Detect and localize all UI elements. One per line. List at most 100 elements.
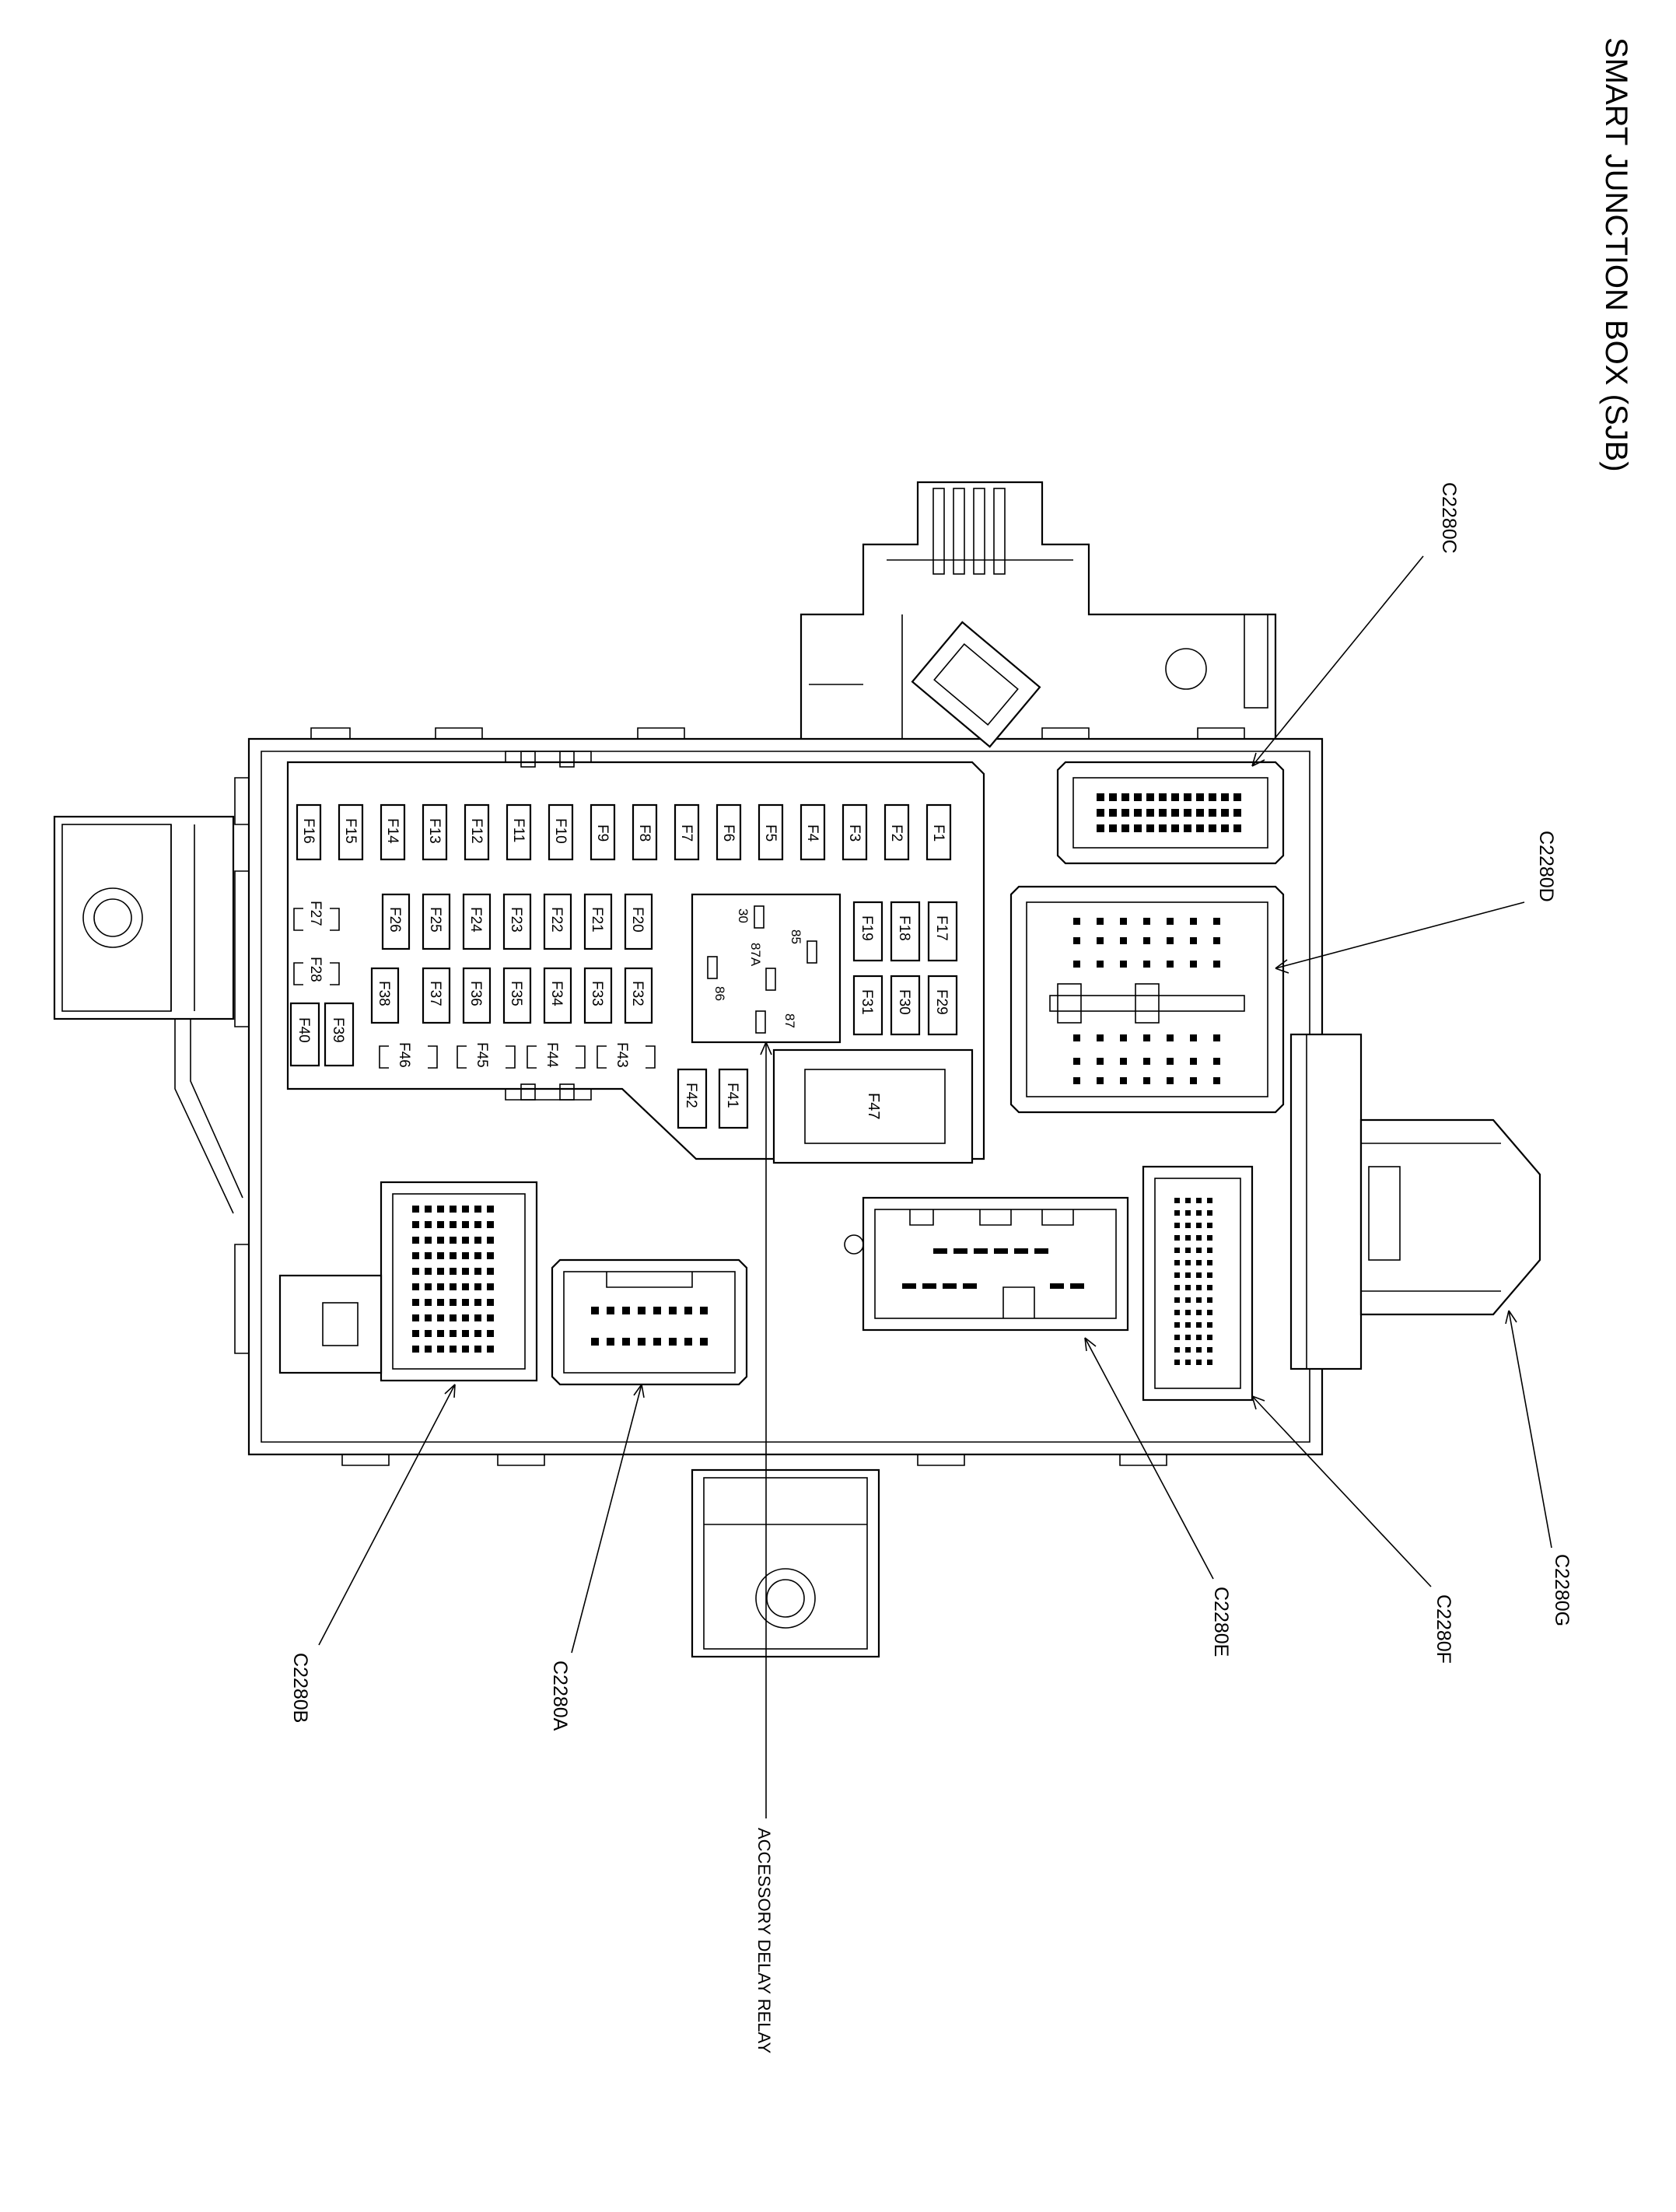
svg-text:F16: F16 xyxy=(300,818,317,844)
svg-text:F7: F7 xyxy=(678,824,695,842)
fuse-f18: F18 xyxy=(890,901,921,962)
svg-text:F6: F6 xyxy=(720,824,737,842)
fuse-f26: F26 xyxy=(381,893,411,950)
top-mounting-bracket xyxy=(800,481,1277,748)
fuse-right-columns: F19 F31 F18 F30 F17 F29 xyxy=(852,901,958,1036)
svg-text:F34: F34 xyxy=(548,981,565,1006)
fuse-f28: F28 xyxy=(293,957,340,985)
callout-labels: C2280C C2280D C2280E C2280F C2280G C2280… xyxy=(289,482,1573,2054)
fuse-f36: F36 xyxy=(462,967,492,1024)
svg-text:F32: F32 xyxy=(629,981,646,1006)
svg-text:F5: F5 xyxy=(762,824,779,842)
svg-text:F21: F21 xyxy=(589,907,605,933)
label-c2280a: C2280A xyxy=(549,1661,571,1731)
svg-text:F15: F15 xyxy=(342,818,359,844)
svg-text:F26: F26 xyxy=(387,907,403,933)
relay-pin-87: 87 xyxy=(782,1013,797,1028)
fuse-row-top: F16 F15 F14 F13 F12 F11 F10 F9 F8 F7 F6 … xyxy=(296,803,952,861)
fuse-f33: F33 xyxy=(583,967,613,1024)
svg-text:F28: F28 xyxy=(307,957,324,982)
fuse-f22: F22 xyxy=(543,893,572,950)
svg-text:F14: F14 xyxy=(384,818,401,844)
relay-pin-87a: 87A xyxy=(748,943,763,967)
leader-lines xyxy=(318,555,1552,1818)
label-c2280b: C2280B xyxy=(289,1653,311,1723)
label-c2280e: C2280E xyxy=(1210,1587,1232,1657)
fuse-f27: F27 xyxy=(293,901,340,931)
svg-text:F20: F20 xyxy=(629,907,646,933)
label-c2280c: C2280C xyxy=(1438,482,1460,554)
fuse-f34: F34 xyxy=(543,967,572,1024)
fuse-f47: F47 xyxy=(772,1048,974,1164)
fuse-f10: F10 xyxy=(548,803,574,861)
fuse-f24: F24 xyxy=(462,893,492,950)
svg-text:F8: F8 xyxy=(636,824,653,842)
label-c2280f: C2280F xyxy=(1433,1594,1454,1664)
svg-text:F42: F42 xyxy=(683,1083,699,1108)
svg-text:F4: F4 xyxy=(804,824,821,842)
fuse-f31: F31 xyxy=(852,975,883,1036)
fuse-f15: F15 xyxy=(338,803,364,861)
connector-c2280e xyxy=(844,1196,1129,1332)
svg-text:F3: F3 xyxy=(846,824,862,842)
fuse-f38: F38 xyxy=(370,967,400,1024)
fuse-f11: F11 xyxy=(506,803,532,861)
svg-text:F12: F12 xyxy=(468,818,485,844)
svg-text:F39: F39 xyxy=(330,1017,346,1043)
fuse-row-2: F26 F25 F24 F23 F22 F21 F20 xyxy=(381,893,653,950)
fuse-f42: F42 xyxy=(677,1068,708,1129)
svg-text:F9: F9 xyxy=(594,824,611,842)
fuse-f9: F9 xyxy=(590,803,616,861)
svg-text:F25: F25 xyxy=(427,907,443,933)
fuse-f30: F30 xyxy=(890,975,921,1036)
fuse-f4: F4 xyxy=(800,803,826,861)
fuse-small-left: F40 F39 xyxy=(289,1002,355,1067)
svg-text:F29: F29 xyxy=(933,989,950,1015)
sjb-housing xyxy=(234,727,1324,1466)
fuse-f8: F8 xyxy=(632,803,658,861)
diagram-title: SMART JUNCTION BOX (SJB) xyxy=(1599,37,1633,472)
accessory-delay-relay: 30 85 87A 86 87 xyxy=(691,893,841,1044)
svg-text:F19: F19 xyxy=(859,915,875,941)
svg-text:F31: F31 xyxy=(859,989,875,1015)
connector-c2280a xyxy=(551,1258,748,1386)
fuse-f32: F32 xyxy=(624,967,653,1024)
connector-c2280g-body xyxy=(1289,1033,1541,1370)
fuse-f1: F1 xyxy=(925,803,952,861)
svg-text:F2: F2 xyxy=(888,824,904,842)
relay-pin-85: 85 xyxy=(789,929,803,944)
fuse-f45: F45 xyxy=(457,1042,516,1069)
label-c2280d: C2280D xyxy=(1535,831,1557,902)
connector-c2280c xyxy=(1056,761,1285,865)
fuse-f25: F25 xyxy=(422,893,451,950)
fuse-f16: F16 xyxy=(296,803,322,861)
svg-text:F44: F44 xyxy=(544,1042,560,1068)
fuse-f41: F41 xyxy=(718,1068,749,1129)
svg-text:F10: F10 xyxy=(552,818,569,844)
svg-text:F33: F33 xyxy=(589,981,605,1006)
connector-c2280d xyxy=(1009,885,1285,1114)
svg-text:F22: F22 xyxy=(548,907,565,933)
fuse-f46: F46 xyxy=(379,1042,438,1069)
connector-c2280b xyxy=(278,1181,538,1382)
fuse-bottom: F42 F41 F47 xyxy=(677,1048,974,1164)
svg-text:F24: F24 xyxy=(467,907,484,933)
fuse-f7: F7 xyxy=(674,803,700,861)
fuse-f6: F6 xyxy=(716,803,742,861)
fuse-f21: F21 xyxy=(583,893,613,950)
svg-text:F18: F18 xyxy=(896,915,912,941)
fuse-f29: F29 xyxy=(927,975,958,1036)
fuse-f44: F44 xyxy=(527,1042,586,1069)
fuse-f19: F19 xyxy=(852,901,883,962)
fuse-f43: F43 xyxy=(597,1042,656,1069)
fuse-row-3: F38 F37 F36 F35 F34 F33 F32 xyxy=(370,967,653,1024)
relay-pin-30: 30 xyxy=(736,908,751,923)
fuse-f17: F17 xyxy=(927,901,958,962)
fuse-f3: F3 xyxy=(841,803,868,861)
svg-text:F11: F11 xyxy=(510,818,527,842)
svg-text:F38: F38 xyxy=(376,981,392,1006)
svg-text:F1: F1 xyxy=(930,824,946,842)
label-c2280g: C2280G xyxy=(1551,1554,1573,1626)
connector-c2280f xyxy=(1142,1165,1254,1402)
